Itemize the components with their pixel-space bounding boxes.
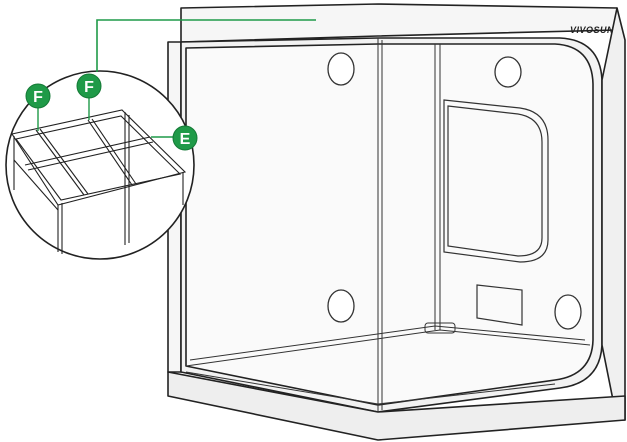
callout-f-right-letter: F bbox=[84, 79, 94, 96]
tent-body bbox=[168, 4, 625, 440]
vent-port-top-left bbox=[328, 53, 354, 85]
tent-top-panel bbox=[181, 4, 617, 42]
callout-e: E bbox=[173, 126, 197, 150]
callout-f-left: F bbox=[26, 84, 50, 108]
vent-port-bottom-right bbox=[555, 295, 581, 329]
callout-e-letter: E bbox=[180, 131, 191, 148]
callout-f-right: F bbox=[77, 74, 101, 98]
vent-port-bottom-left bbox=[328, 290, 354, 322]
brand-logo: VIVOSUN bbox=[570, 25, 614, 35]
tent-right-side bbox=[602, 8, 625, 420]
vent-port-top-right bbox=[495, 57, 521, 87]
callout-f-left-letter: F bbox=[33, 89, 43, 106]
brand-name: VIVOSUN bbox=[570, 25, 614, 35]
tent-front-opening bbox=[186, 44, 593, 405]
